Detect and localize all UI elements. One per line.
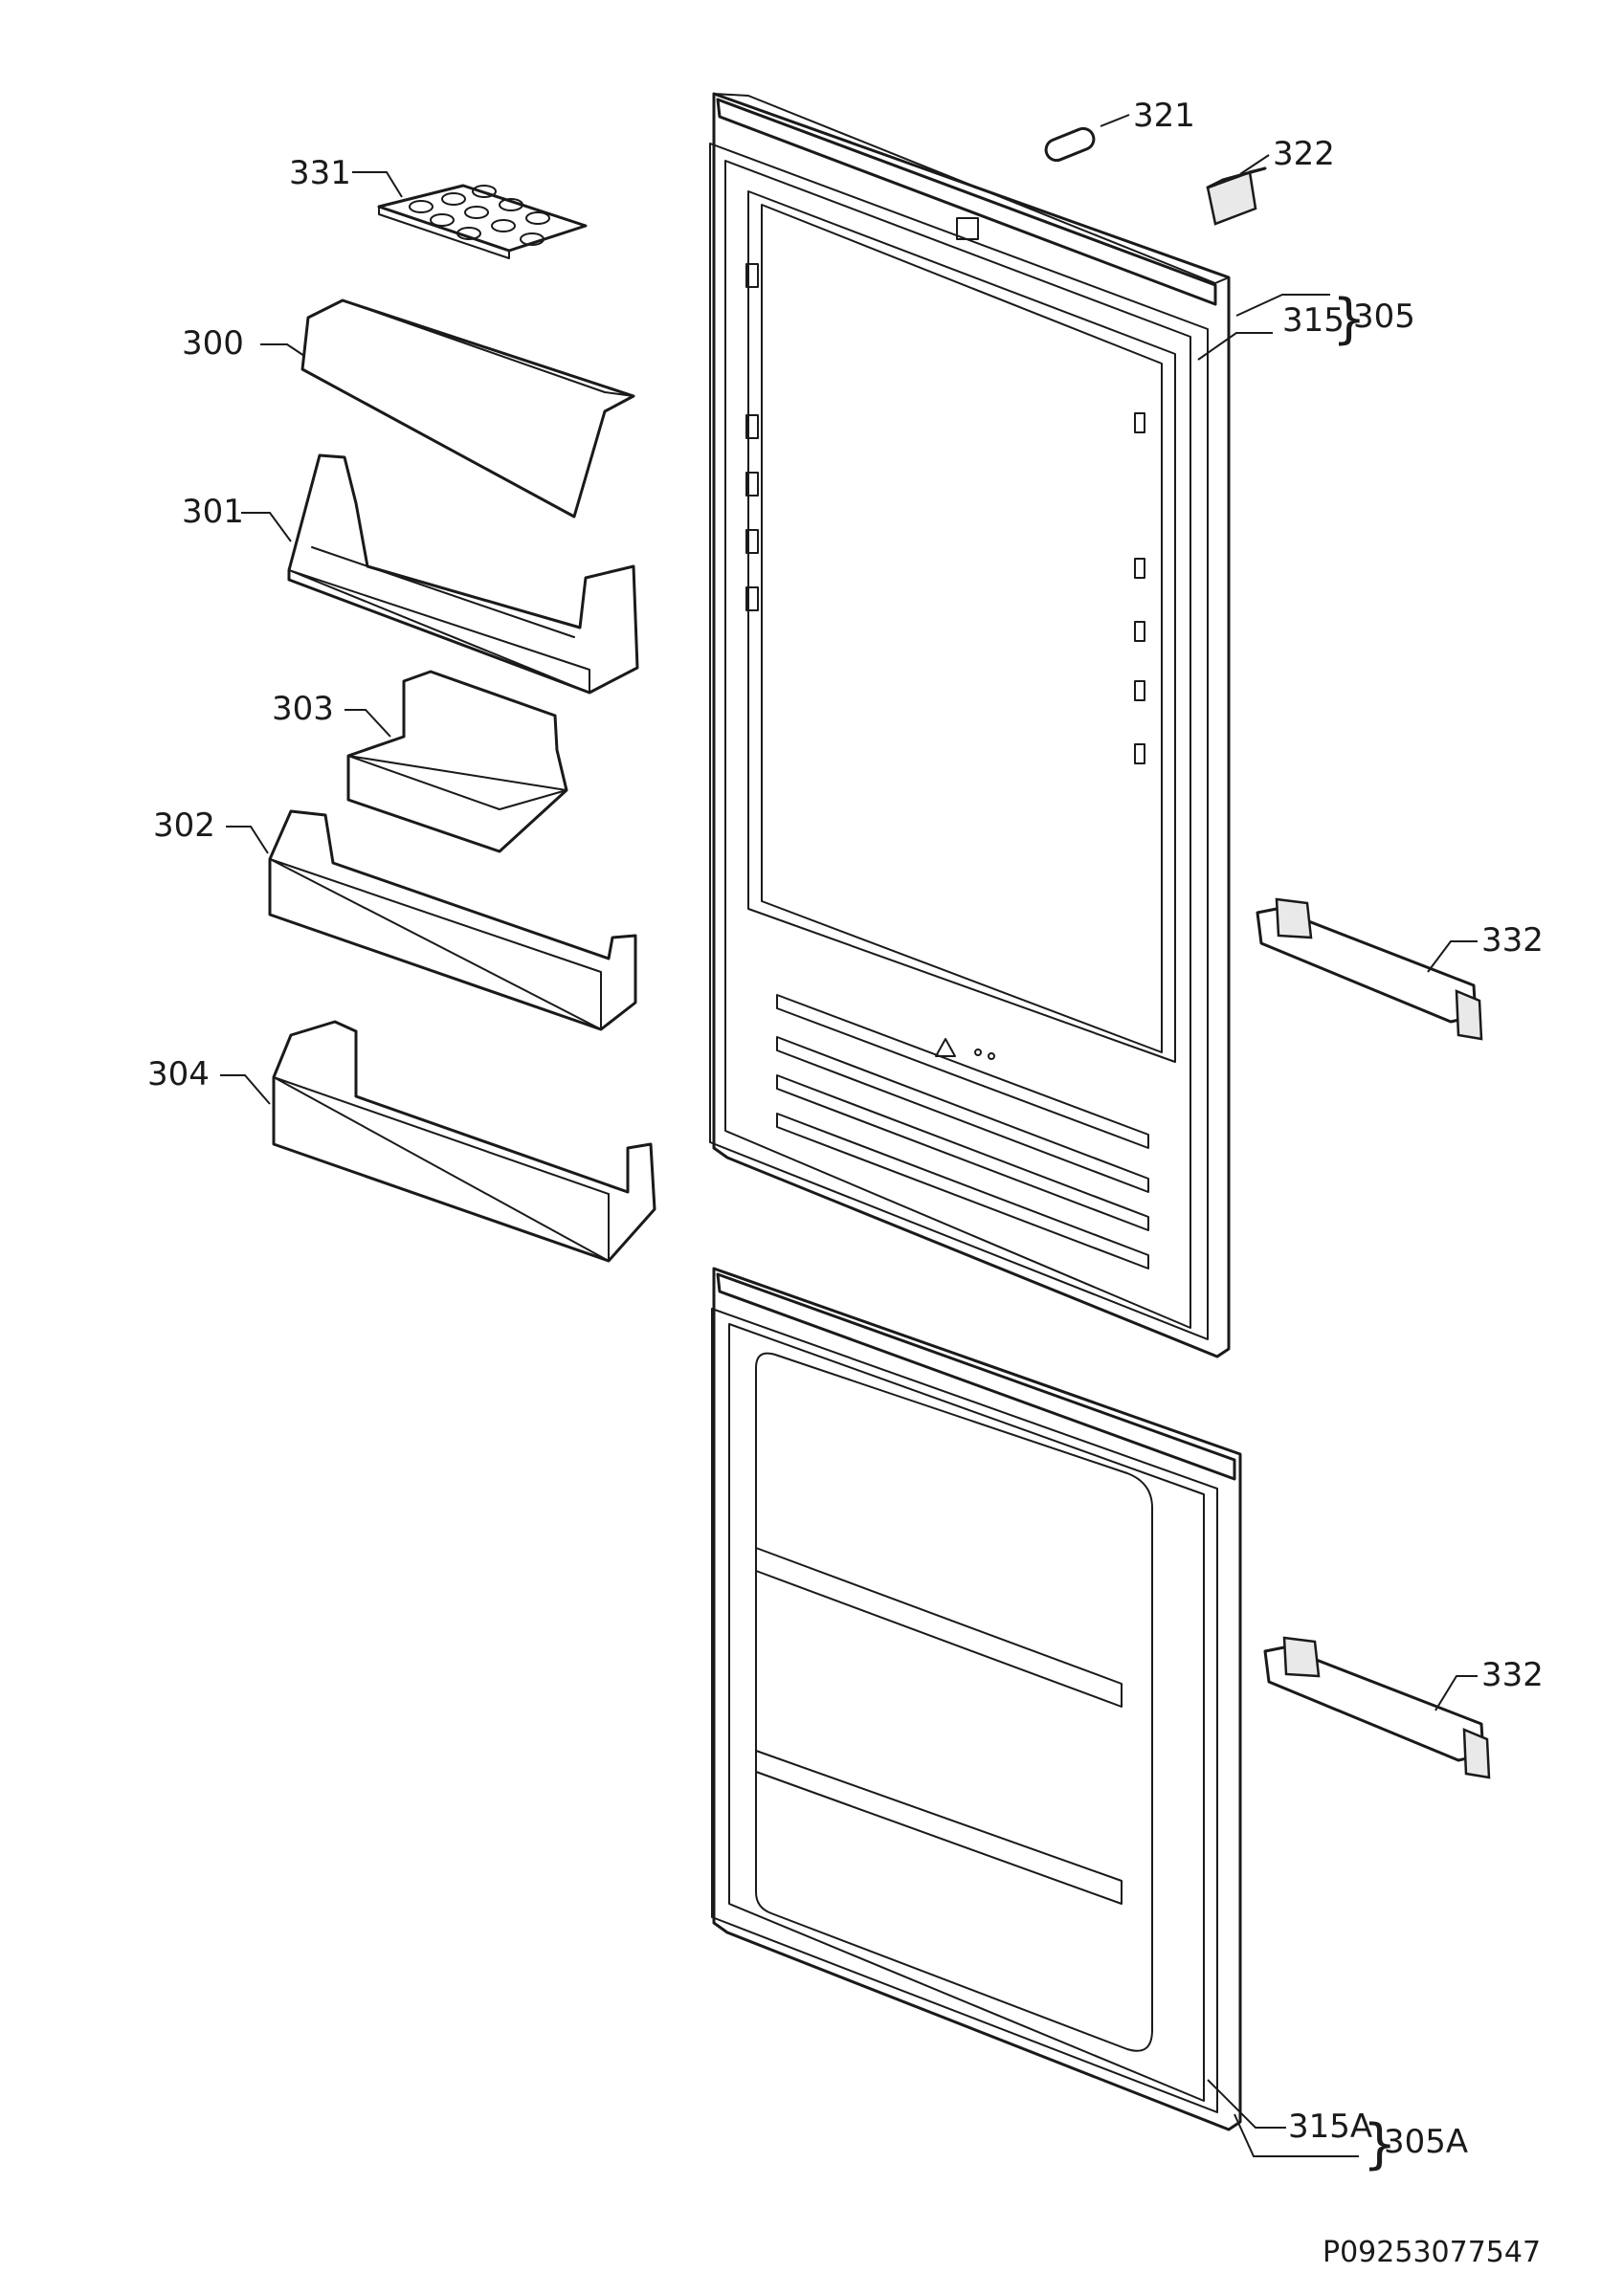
leader-303 [345,709,391,738]
callout-332-lower: 332 [1481,1656,1544,1694]
leader-301 [241,512,292,542]
callout-303: 303 [272,690,334,728]
leader-300 [260,343,305,357]
part-302-shelf [268,809,637,1031]
callout-331: 331 [289,154,351,192]
part-303-box [346,670,568,853]
brace-305: } [1332,288,1367,350]
part-300-lid [300,298,635,519]
callout-302: 302 [153,806,215,845]
leader-331 [352,171,403,198]
leader-332-upper [1427,940,1478,973]
callout-304: 304 [147,1055,210,1093]
part-301-shelf [287,453,639,695]
leader-304 [220,1074,271,1105]
callout-322: 322 [1273,135,1335,173]
brace-305A: } [1363,2113,1397,2175]
callout-301: 301 [182,493,244,531]
leader-305A [1234,2113,1359,2157]
callout-332-upper: 332 [1481,921,1544,960]
callout-305A: 305A [1384,2123,1468,2161]
callout-315A: 315A [1288,2108,1372,2146]
leader-321 [1100,114,1130,127]
part-321-pin [1044,126,1096,163]
leader-332-lower [1434,1675,1478,1711]
part-331-egg-tray [377,184,588,259]
leader-305 [1235,294,1330,317]
leader-315A [1207,2079,1286,2129]
part-322-cap [1206,166,1267,226]
callout-315: 315 [1282,301,1345,340]
part-332-lower-hinge [1263,1636,1491,1779]
part-332-upper-hinge [1256,897,1483,1041]
upper-door [709,92,1231,1358]
part-304-shelf [272,1020,656,1263]
callout-305: 305 [1353,298,1415,336]
leader-302 [226,826,269,854]
lower-door [711,1267,1242,2131]
diagram-reference-code: P09253077547 [1323,2236,1541,2269]
callout-321: 321 [1133,97,1195,135]
leader-322 [1239,154,1270,175]
callout-300: 300 [182,324,244,363]
leader-315 [1197,332,1273,361]
